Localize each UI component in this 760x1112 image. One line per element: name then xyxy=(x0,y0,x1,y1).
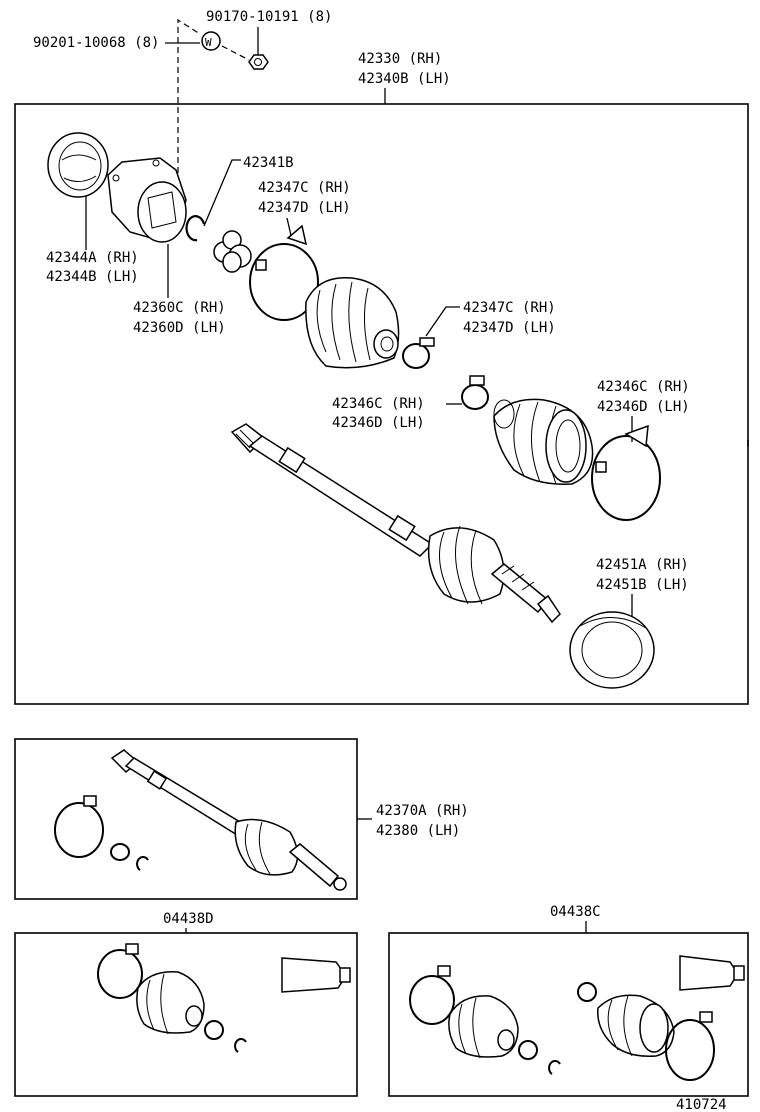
outboard-joint-tulip-part xyxy=(107,157,187,243)
replacement-shaft-frame xyxy=(14,738,358,900)
tripod-spider-part xyxy=(213,230,252,273)
outboard-small-clamp-part xyxy=(461,375,489,410)
shaft-assembly-part xyxy=(110,749,347,891)
label-90170: 90170-10191 (8) xyxy=(206,9,332,25)
leader-42347-b xyxy=(425,306,460,337)
label-42360d: 42360D (LH) xyxy=(133,320,226,336)
dust-cover-part xyxy=(47,132,109,198)
label-42380: 42380 (LH) xyxy=(376,823,460,839)
snap-ring-part xyxy=(185,215,206,242)
dust-deflector-part xyxy=(569,611,655,689)
label-04438c: 04438C xyxy=(550,904,601,920)
label-42346d-b: 42346D (LH) xyxy=(597,399,690,415)
label-42346c-b: 42346C (RH) xyxy=(597,379,690,395)
main-assembly-frame xyxy=(14,103,749,705)
kit-d-snap-ring-part xyxy=(234,1038,247,1053)
outboard-large-clamp-part xyxy=(591,424,661,521)
label-42346d-a: 42346D (LH) xyxy=(332,415,425,431)
boot-kit-c-frame xyxy=(388,932,749,1097)
small-boot-clamp-part xyxy=(402,337,435,369)
kit-c-small-clamp-2-part xyxy=(577,982,597,1002)
label-42360c: 42360C (RH) xyxy=(133,300,226,316)
washer-icon xyxy=(201,31,221,51)
dashed-alignment-line-2 xyxy=(221,45,250,61)
kit-c-clamp-part xyxy=(409,965,455,1025)
nut-icon xyxy=(248,54,269,70)
kit-d-grease-tube-part xyxy=(281,957,351,993)
label-90201: 90201-10068 (8) xyxy=(33,35,159,51)
diagram-id: 410724 xyxy=(676,1097,727,1112)
outboard-boot-part xyxy=(493,398,594,485)
shaft-assembly-small-clamp-part xyxy=(110,843,130,861)
label-42451b: 42451B (LH) xyxy=(596,577,689,593)
label-42347c-a: 42347C (RH) xyxy=(258,180,351,196)
kit-c-snap-ring-part xyxy=(548,1060,561,1075)
kit-c-small-clamp-part xyxy=(518,1040,538,1060)
washer-mark: W xyxy=(205,36,212,49)
label-42344a: 42344A (RH) xyxy=(46,250,139,266)
label-04438d: 04438D xyxy=(163,911,214,927)
label-42340b: 42340B (LH) xyxy=(358,71,451,87)
label-42330: 42330 (RH) xyxy=(358,51,442,67)
label-42370a: 42370A (RH) xyxy=(376,803,469,819)
label-42451a: 42451A (RH) xyxy=(596,557,689,573)
leader-42341b xyxy=(203,159,241,227)
kit-c-boot-part xyxy=(448,995,519,1059)
kit-c-outboard-boot-part xyxy=(597,994,675,1057)
kit-d-clamp-part xyxy=(97,943,143,999)
label-42344b: 42344B (LH) xyxy=(46,269,139,285)
label-42347c-b: 42347C (RH) xyxy=(463,300,556,316)
drive-shaft-part xyxy=(230,423,561,624)
kit-d-boot-part xyxy=(136,971,205,1035)
inboard-boot-part xyxy=(305,276,400,369)
label-42346c-a: 42346C (RH) xyxy=(332,396,425,412)
label-42347d-a: 42347D (LH) xyxy=(258,200,351,216)
kit-c-large-clamp-part xyxy=(665,1011,715,1081)
shaft-assembly-snap-ring-part xyxy=(136,856,149,871)
shaft-assembly-clamp-part xyxy=(54,795,104,858)
label-42347d-b: 42347D (LH) xyxy=(463,320,556,336)
kit-c-grease-tube-part xyxy=(679,955,745,991)
label-42341b: 42341B xyxy=(243,155,294,171)
kit-d-small-clamp-part xyxy=(204,1020,224,1040)
dashed-alignment-line xyxy=(177,18,201,193)
large-boot-clamp-part xyxy=(249,224,319,321)
